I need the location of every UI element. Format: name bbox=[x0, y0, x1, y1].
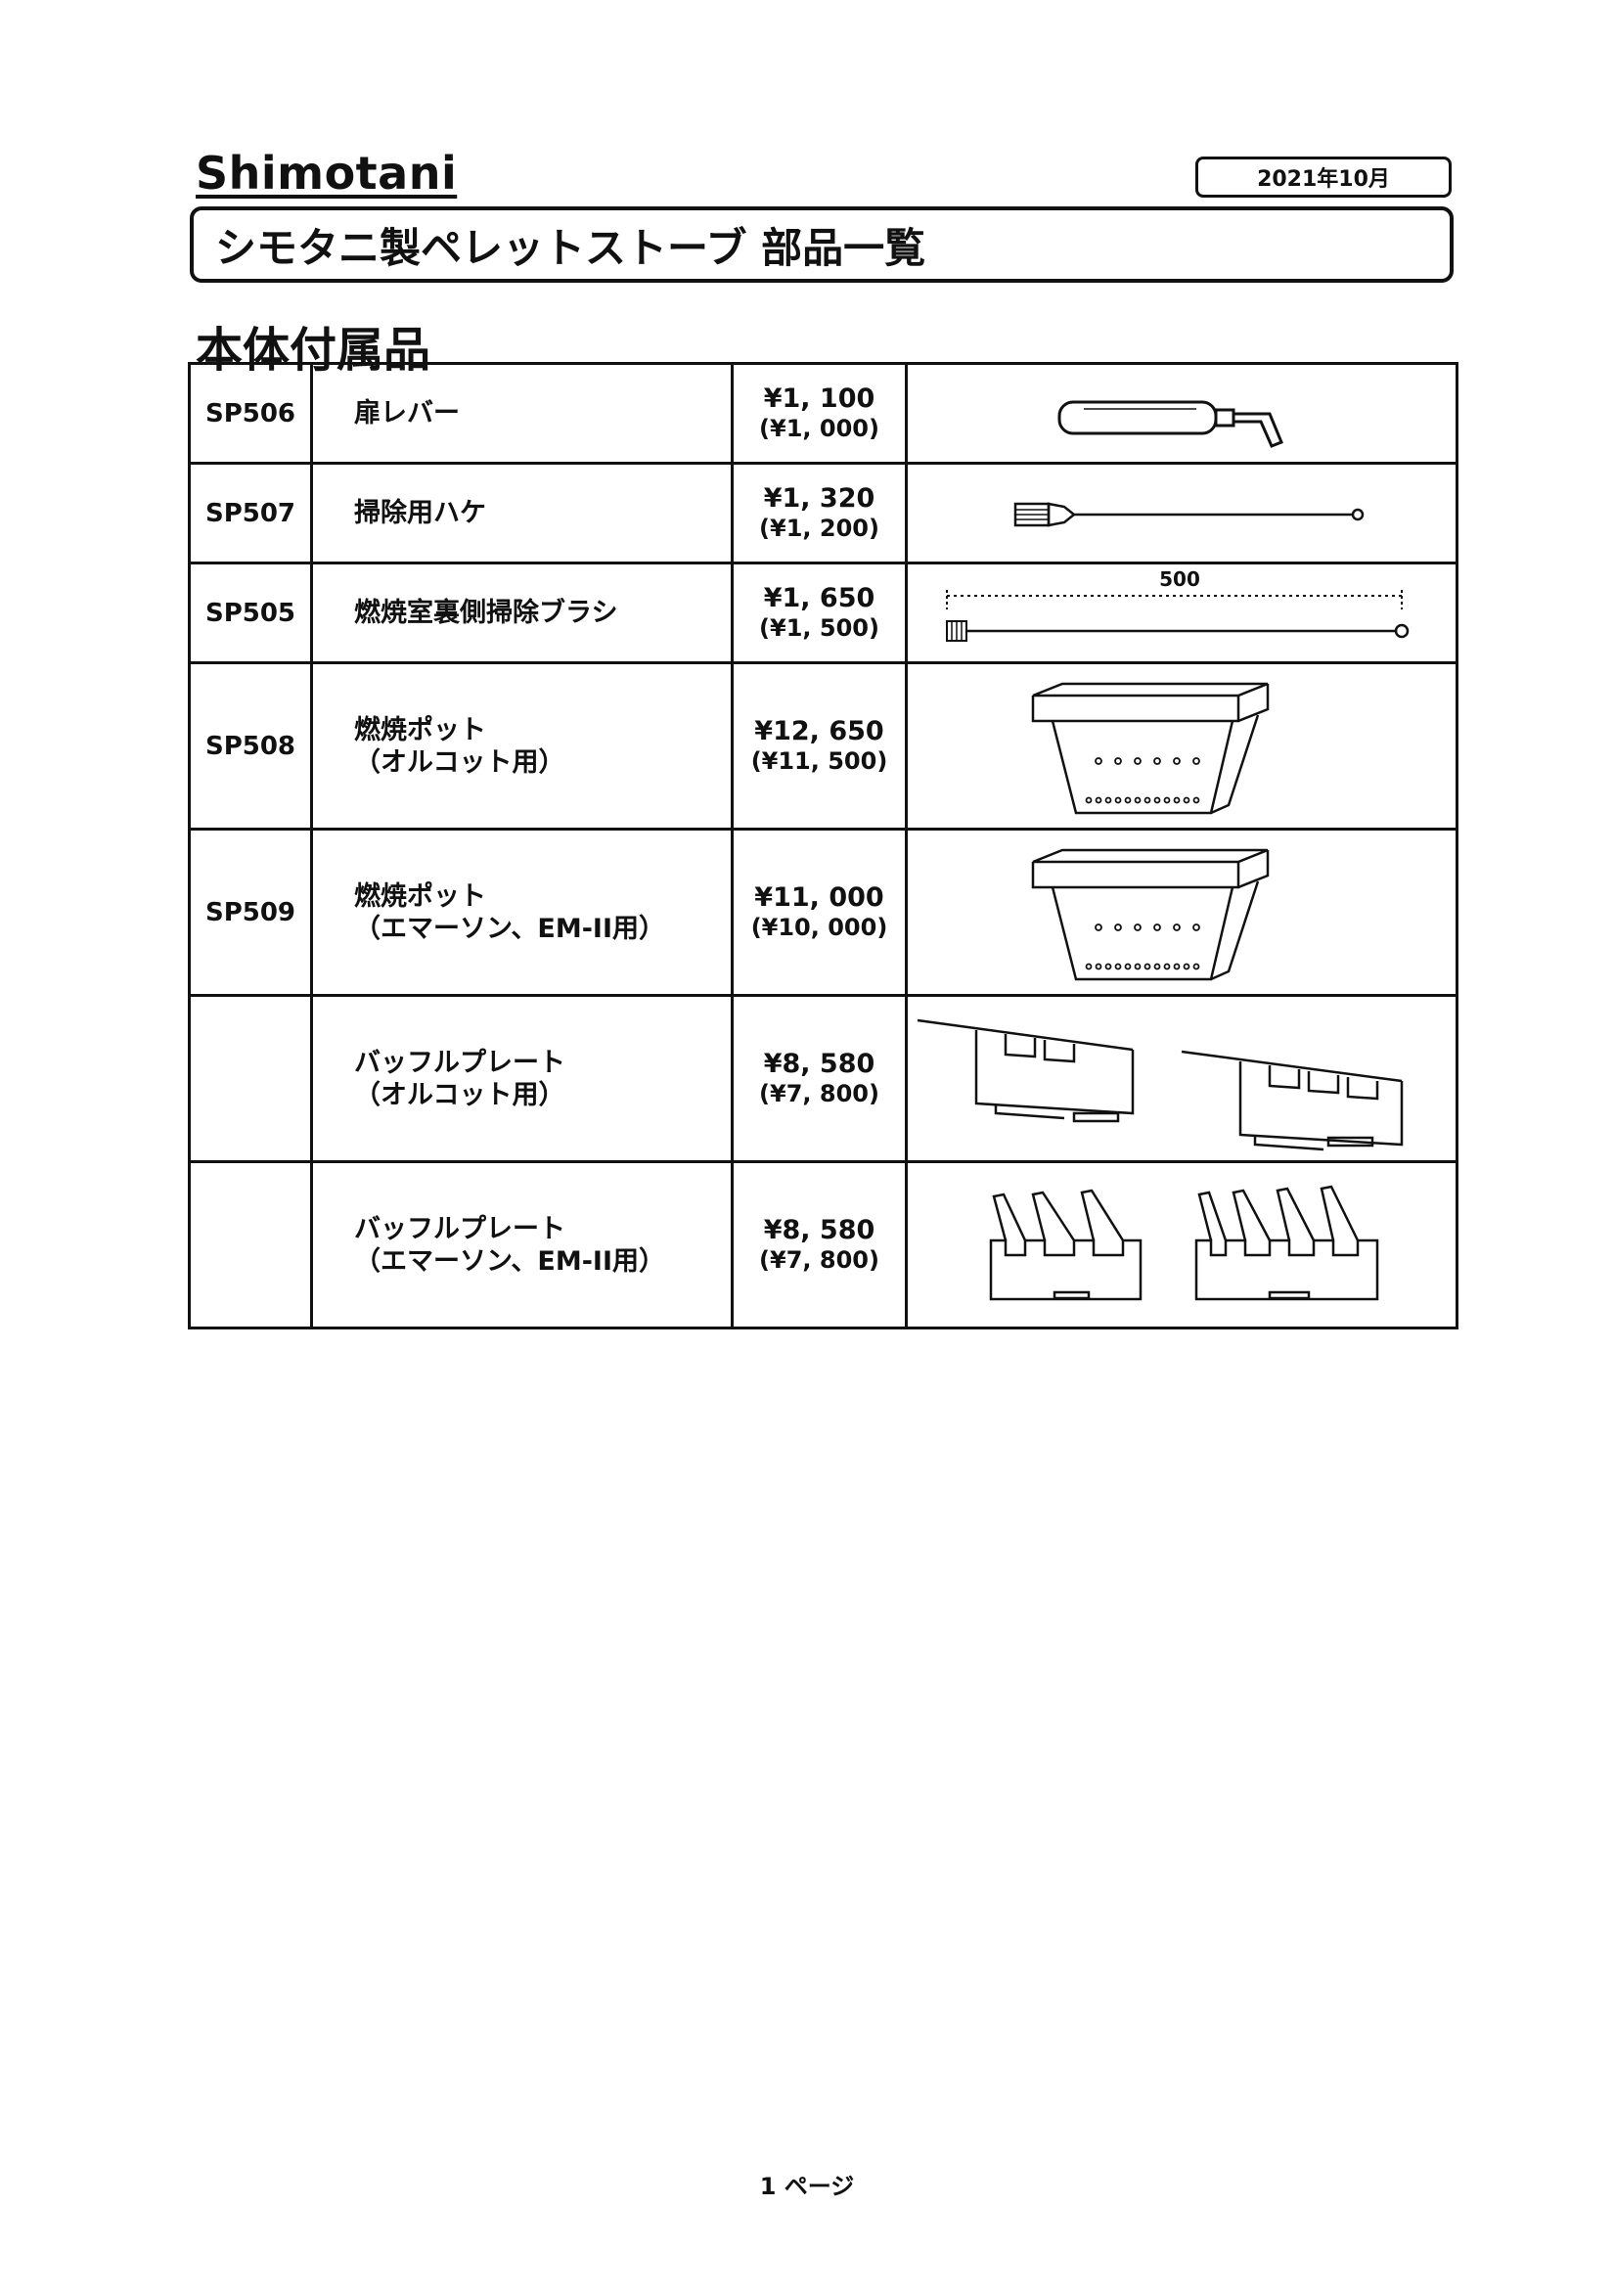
price-with-tax: ¥12, 650 bbox=[754, 715, 884, 746]
part-code: SP505 bbox=[188, 562, 313, 664]
part-name-line2: （オルコット用） bbox=[354, 746, 565, 778]
combustion-pot-icon bbox=[1031, 682, 1270, 814]
price-ex-tax: (¥1, 500) bbox=[759, 613, 879, 642]
part-name: 燃焼ポット （エマーソン、EM-II用） bbox=[310, 828, 734, 997]
dimension-label: 500 bbox=[1159, 567, 1200, 591]
part-name: 掃除用ハケ bbox=[310, 462, 734, 564]
issue-date: 2021年10月 bbox=[1195, 157, 1452, 198]
price-with-tax: ¥8, 580 bbox=[763, 1048, 875, 1079]
price-ex-tax: (¥1, 200) bbox=[759, 514, 879, 542]
part-name-line1: 扉レバー bbox=[354, 398, 460, 428]
part-price: ¥8, 580 (¥7, 800) bbox=[731, 994, 908, 1163]
part-illustration-cell bbox=[905, 462, 1458, 564]
part-price: ¥12, 650 (¥11, 500) bbox=[731, 661, 908, 831]
part-name: 扉レバー bbox=[310, 362, 734, 465]
table-row: SP508 燃焼ポット （オルコット用） ¥12, 650 (¥11, 500) bbox=[188, 661, 1458, 831]
combustion-pot-icon bbox=[1031, 848, 1270, 980]
part-illustration-cell bbox=[905, 828, 1458, 997]
part-code bbox=[188, 1160, 313, 1329]
part-name: 燃焼室裏側掃除ブラシ bbox=[310, 562, 734, 664]
price-with-tax: ¥1, 650 bbox=[763, 582, 875, 613]
document-title: シモタニ製ペレットストーブ 部品一覧 bbox=[190, 206, 1454, 283]
part-name-line1: バッフルプレート bbox=[354, 1047, 565, 1078]
part-price: ¥11, 000 (¥10, 000) bbox=[731, 828, 908, 997]
table-row: バッフルプレート （オルコット用） ¥8, 580 (¥7, 800) bbox=[188, 994, 1458, 1163]
parts-table: SP506 扉レバー ¥1, 100 (¥1, 000) SP507 掃 bbox=[188, 362, 1458, 1329]
price-ex-tax: (¥10, 000) bbox=[750, 913, 888, 941]
part-price: ¥1, 100 (¥1, 000) bbox=[731, 362, 908, 465]
price-with-tax: ¥1, 320 bbox=[763, 482, 875, 514]
part-illustration-cell bbox=[905, 661, 1458, 831]
part-name: バッフルプレート （エマーソン、EM-II用） bbox=[310, 1160, 734, 1329]
part-name: バッフルプレート （オルコット用） bbox=[310, 994, 734, 1163]
part-price: ¥1, 650 (¥1, 500) bbox=[731, 562, 908, 664]
part-name-line2: （オルコット用） bbox=[354, 1079, 565, 1110]
part-name-line1: 燃焼ポット bbox=[354, 880, 486, 912]
baffle-plate-icon bbox=[917, 1018, 1404, 1150]
part-code: SP507 bbox=[188, 462, 313, 564]
door-lever-icon bbox=[1057, 400, 1283, 448]
part-illustration-cell: 500 bbox=[905, 562, 1458, 664]
price-with-tax: ¥1, 100 bbox=[763, 383, 875, 414]
part-name-line2: （エマーソン、EM-II用） bbox=[354, 913, 665, 944]
part-name-line1: 燃焼ポット bbox=[354, 714, 486, 745]
price-ex-tax: (¥7, 800) bbox=[759, 1245, 879, 1274]
part-code: SP509 bbox=[188, 828, 313, 997]
table-row: SP505 燃焼室裏側掃除ブラシ ¥1, 650 (¥1, 500) 500 bbox=[188, 562, 1458, 664]
part-illustration-cell bbox=[905, 362, 1458, 465]
table-row: SP509 燃焼ポット （エマーソン、EM-II用） ¥11, 000 (¥10… bbox=[188, 828, 1458, 997]
page-number: 1 ページ bbox=[759, 2173, 855, 2200]
price-ex-tax: (¥11, 500) bbox=[750, 746, 888, 775]
part-name-line1: 掃除用ハケ bbox=[354, 498, 486, 528]
price-ex-tax: (¥1, 000) bbox=[759, 414, 879, 442]
part-price: ¥1, 320 (¥1, 200) bbox=[731, 462, 908, 564]
long-brush-icon: 500 bbox=[946, 567, 1410, 642]
part-price: ¥8, 580 (¥7, 800) bbox=[731, 1160, 908, 1329]
price-ex-tax: (¥7, 800) bbox=[759, 1079, 879, 1107]
part-name-line1: 燃焼室裏側掃除ブラシ bbox=[354, 598, 618, 628]
table-row: バッフルプレート （エマーソン、EM-II用） ¥8, 580 (¥7, 800… bbox=[188, 1160, 1458, 1329]
part-code: SP506 bbox=[188, 362, 313, 465]
part-code: SP508 bbox=[188, 661, 313, 831]
price-with-tax: ¥11, 000 bbox=[754, 881, 884, 913]
brand-logo: Shimotani bbox=[196, 147, 458, 200]
price-with-tax: ¥8, 580 bbox=[763, 1214, 875, 1245]
part-illustration-cell bbox=[905, 1160, 1458, 1329]
part-name-line1: バッフルプレート bbox=[354, 1213, 565, 1244]
part-name-line2: （エマーソン、EM-II用） bbox=[354, 1245, 665, 1277]
part-code bbox=[188, 994, 313, 1163]
part-name: 燃焼ポット （オルコット用） bbox=[310, 661, 734, 831]
table-row: SP506 扉レバー ¥1, 100 (¥1, 000) bbox=[188, 362, 1458, 465]
baffle-fin-plate-icon bbox=[989, 1185, 1379, 1300]
table-row: SP507 掃除用ハケ ¥1, 320 (¥1, 200) bbox=[188, 462, 1458, 564]
part-illustration-cell bbox=[905, 994, 1458, 1163]
cleaning-brush-icon bbox=[1013, 501, 1365, 527]
